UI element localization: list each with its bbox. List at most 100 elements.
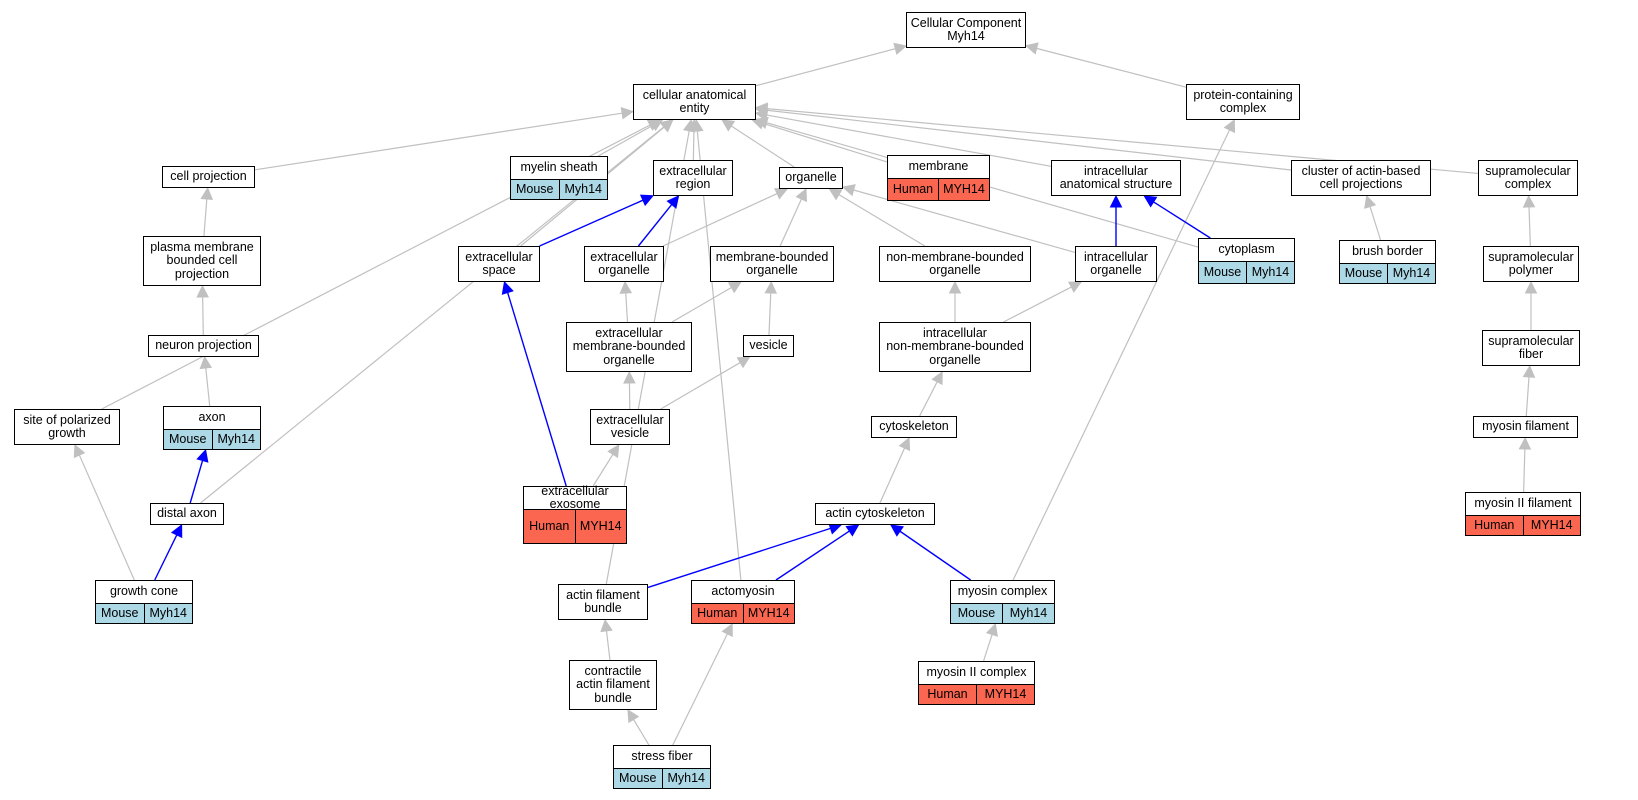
go-term-node-cellproj[interactable]: cell projection xyxy=(162,166,255,188)
go-term-node-ecspace[interactable]: extracellular space xyxy=(458,246,540,282)
node-label: extracellular space xyxy=(465,249,533,277)
gene-label: Myh14 xyxy=(1002,604,1054,623)
edge-is_a-myo2complex-to-myocomplex xyxy=(982,634,993,662)
arrowhead-myocomplex-to-actincyto xyxy=(890,524,904,537)
go-term-node-ecorg[interactable]: extracellular organelle xyxy=(584,246,664,282)
species-label: Mouse xyxy=(1203,264,1242,279)
node-label: myelin sheath xyxy=(520,160,598,175)
go-term-node-myofil[interactable]: myosin filament xyxy=(1473,416,1578,438)
go-term-node-root[interactable]: Cellular Component Myh14 xyxy=(906,12,1026,48)
node-label: intracellular organelle xyxy=(1084,249,1148,277)
species-label: Mouse xyxy=(515,181,554,196)
gene-label: Myh14 xyxy=(661,769,711,788)
arrowhead-vesicle-to-mbo xyxy=(764,280,778,294)
arrowhead-ecorg-to-ecreg xyxy=(666,195,680,209)
arrowhead-inmbo-to-intorg xyxy=(1067,281,1083,293)
go-term-node-ecreg[interactable]: extracellular region xyxy=(653,160,733,196)
go-term-node-ecmbo[interactable]: extracellular membrane-bounded organelle xyxy=(566,322,692,372)
go-term-node-pmbcp[interactable]: plasma membrane bounded cell projection xyxy=(143,236,261,286)
gene-label: Myh14 xyxy=(1387,264,1435,283)
edge-is_a-myelin-to-cae xyxy=(597,124,654,157)
node-label: supramolecular fiber xyxy=(1488,333,1574,361)
node-label: cell projection xyxy=(170,169,247,184)
go-term-node-cafb[interactable]: contractile actin filament bundle xyxy=(569,660,657,710)
node-label: extracellular vesicle xyxy=(596,412,664,440)
go-term-node-supcomplex[interactable]: supramolecular complex xyxy=(1478,160,1578,196)
go-term-node-suppoly[interactable]: supramolecular polymer xyxy=(1483,246,1579,282)
gene-label: MYH14 xyxy=(574,510,627,543)
node-label: intracellular non-membrane-bounded organ… xyxy=(886,325,1024,367)
gene-label: Myh14 xyxy=(211,430,261,449)
go-term-node-cytoskeleton[interactable]: cytoskeleton xyxy=(871,416,957,438)
arrowhead-ecmbo-to-mbo xyxy=(727,281,742,294)
edge-is_a-ias-to-cae xyxy=(766,114,1052,167)
gene-label: Myh14 xyxy=(558,180,608,199)
arrowhead-actomyosin-to-cae xyxy=(691,118,704,133)
go-term-node-neuronproj[interactable]: neuron projection xyxy=(148,335,259,357)
go-term-node-intorg[interactable]: intracellular organelle xyxy=(1075,246,1157,282)
go-term-node-inmbo[interactable]: intracellular non-membrane-bounded organ… xyxy=(879,322,1031,372)
arrowhead-cytoskeleton-to-inmbo xyxy=(931,371,943,386)
arrowhead-organelle-to-cae xyxy=(721,119,736,132)
edge-is_a-ecmbo-to-ecorg xyxy=(625,292,629,323)
edge-is_a-growthcone-to-sitepol xyxy=(78,454,135,581)
species-label: Mouse xyxy=(100,605,139,620)
edge-is_a-exosome-to-ecves xyxy=(592,454,614,487)
go-term-node-actincyto[interactable]: actin cytoskeleton xyxy=(815,503,935,525)
arrowhead-neuronproj-to-pmbcp xyxy=(196,284,209,298)
arrowhead-ecmbo-to-ecorg xyxy=(619,280,633,294)
species-label: Human xyxy=(927,686,968,701)
go-term-node-nmbo[interactable]: non-membrane-bounded organelle xyxy=(879,246,1031,282)
go-term-node-vesicle[interactable]: vesicle xyxy=(743,335,794,357)
arrowhead-inmbo-to-nmbo xyxy=(948,280,962,294)
go-term-node-organelle[interactable]: organelle xyxy=(779,167,843,189)
edge-is_a-pmbcp-to-cellproj xyxy=(203,198,208,237)
go-term-node-supfiber[interactable]: supramolecular fiber xyxy=(1482,330,1580,366)
gene-label: Myh14 xyxy=(143,604,193,623)
edge-is_a-axon-to-neuronproj xyxy=(205,367,211,407)
go-term-node-ias[interactable]: intracellular anatomical structure xyxy=(1051,160,1181,196)
go-term-node-cluster[interactable]: cluster of actin-based cell projections xyxy=(1291,160,1431,196)
edge-is_a-cafb-to-afb xyxy=(605,630,611,661)
go-term-node-sitepol[interactable]: site of polarized growth xyxy=(14,409,120,445)
node-label: extracellular membrane-bounded organelle xyxy=(572,325,686,367)
node-label: myosin II filament xyxy=(1474,496,1572,511)
arrowhead-myo2complex-to-myocomplex xyxy=(985,622,998,637)
go-term-node-pcc[interactable]: protein-containing complex xyxy=(1186,84,1300,120)
arrowhead-ecspace-to-cae xyxy=(659,119,674,133)
go-term-node-ecves[interactable]: extracellular vesicle xyxy=(590,409,670,445)
arrowhead-ecspace-to-ecreg xyxy=(639,194,655,207)
go-term-node-cae[interactable]: cellular anatomical entity xyxy=(633,84,756,120)
node-label: supramolecular complex xyxy=(1485,163,1571,191)
arrowhead-supcomplex-to-cae xyxy=(754,102,769,115)
species-label: Mouse xyxy=(618,770,657,785)
arrowhead-cytoplasm-to-cae xyxy=(754,116,769,129)
arrowhead-sitepol-to-cae xyxy=(646,119,661,131)
node-label: actin cytoskeleton xyxy=(825,506,925,521)
edge-part_of-cytoplasm-to-ias xyxy=(1153,201,1211,239)
node-label: stress fiber xyxy=(631,749,693,764)
node-label: extracellular exosome xyxy=(541,483,609,511)
go-term-node-distaxon[interactable]: distal axon xyxy=(150,503,224,525)
node-label: myosin complex xyxy=(957,584,1048,599)
go-term-node-mbo[interactable]: membrane-bounded organelle xyxy=(710,246,834,282)
go-term-node-afb[interactable]: actin filament bundle xyxy=(558,584,648,620)
node-label: Cellular Component Myh14 xyxy=(910,15,1022,43)
